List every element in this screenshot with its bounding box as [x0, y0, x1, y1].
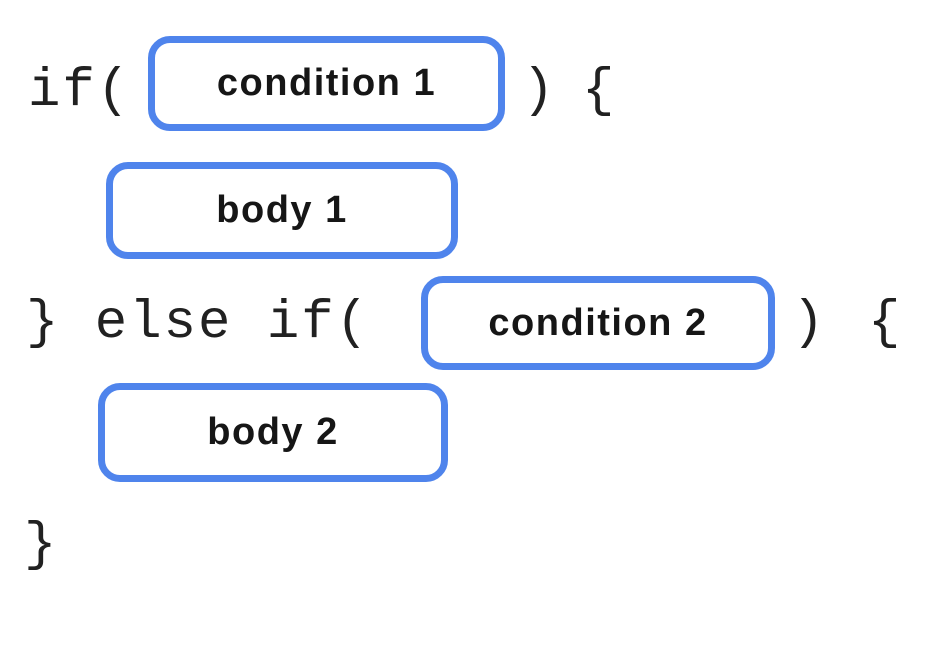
code-token-close-paren-2: ): [792, 293, 827, 354]
condition-1-label: condition 1: [216, 62, 437, 104]
placeholder-box-condition-1: condition 1: [148, 36, 505, 131]
placeholder-box-body-1: body 1: [106, 162, 458, 259]
code-token-if-open: if(: [28, 61, 132, 122]
placeholder-box-condition-2: condition 2: [421, 276, 775, 370]
code-token-open-brace-1: {: [582, 61, 617, 122]
code-token-close-brace: }: [24, 515, 59, 576]
condition-2-label: condition 2: [488, 301, 708, 344]
code-token-else-if-open: } else if(: [26, 293, 371, 354]
body-1-label: body 1: [216, 189, 348, 231]
placeholder-box-body-2: body 2: [98, 383, 448, 482]
code-token-open-brace-2: {: [868, 293, 903, 354]
body-2-label: body 2: [207, 411, 339, 453]
code-token-close-paren-1: ): [522, 61, 557, 122]
